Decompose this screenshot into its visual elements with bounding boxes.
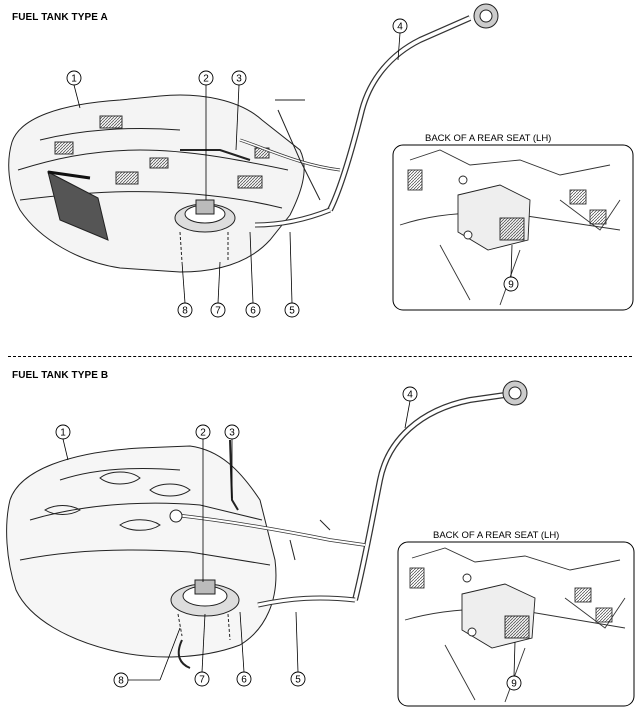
svg-text:4: 4: [397, 22, 403, 33]
svg-text:1: 1: [60, 428, 66, 439]
section-b-inset-title: BACK OF A REAR SEAT (LH): [433, 530, 560, 541]
section-divider: [8, 356, 632, 357]
callout-b-9: 9: [506, 675, 522, 691]
svg-text:7: 7: [199, 675, 205, 686]
section-b-callouts: 1 2 3 4 5 6 7 8 9: [55, 386, 522, 691]
callout-a-7: 7: [210, 302, 226, 318]
callout-a-4: 4: [392, 18, 408, 34]
callout-b-4: 4: [402, 386, 418, 402]
svg-text:5: 5: [295, 675, 301, 686]
callout-b-2: 2: [195, 424, 211, 440]
svg-text:5: 5: [289, 306, 295, 317]
callout-b-7: 7: [194, 671, 210, 687]
section-b-drawing: [6, 380, 528, 669]
section-a-inset-title: BACK OF A REAR SEAT (LH): [425, 133, 552, 144]
callout-a-6: 6: [245, 302, 261, 318]
section-b-inset: [397, 541, 635, 707]
callout-a-2: 2: [198, 70, 214, 86]
svg-text:9: 9: [508, 280, 514, 291]
callout-a-9: 9: [503, 276, 519, 292]
callout-b-3: 3: [224, 424, 240, 440]
callout-a-1: 1: [66, 70, 82, 86]
svg-text:4: 4: [407, 390, 413, 401]
section-a-title: FUEL TANK TYPE A: [12, 12, 108, 23]
section-a-drawing: [8, 3, 499, 273]
filler-pipe-a: [327, 15, 472, 212]
callout-b-5: 5: [290, 671, 306, 687]
fuel-tank-b: [6, 445, 277, 658]
svg-text:6: 6: [250, 306, 256, 317]
callout-b-8: 8: [113, 672, 129, 688]
section-a-leaders: [73, 32, 513, 304]
section-a-callouts: 1 2 3 4 5 6 7 8 9: [66, 18, 519, 318]
svg-text:6: 6: [241, 675, 247, 686]
callout-a-5: 5: [284, 302, 300, 318]
svg-text:3: 3: [236, 74, 242, 85]
svg-text:8: 8: [182, 306, 188, 317]
callout-b-6: 6: [236, 671, 252, 687]
callout-a-3: 3: [231, 70, 247, 86]
svg-text:9: 9: [511, 679, 517, 690]
callout-b-1: 1: [55, 424, 71, 440]
section-a-inset: [392, 144, 634, 311]
section-b-title: FUEL TANK TYPE B: [12, 370, 109, 381]
callout-a-8: 8: [177, 302, 193, 318]
svg-text:7: 7: [215, 306, 221, 317]
svg-text:1: 1: [71, 74, 77, 85]
svg-text:3: 3: [229, 428, 235, 439]
section-b-leaders: [62, 400, 516, 681]
svg-text:2: 2: [203, 74, 209, 85]
svg-text:8: 8: [118, 676, 124, 687]
svg-text:2: 2: [200, 428, 206, 439]
